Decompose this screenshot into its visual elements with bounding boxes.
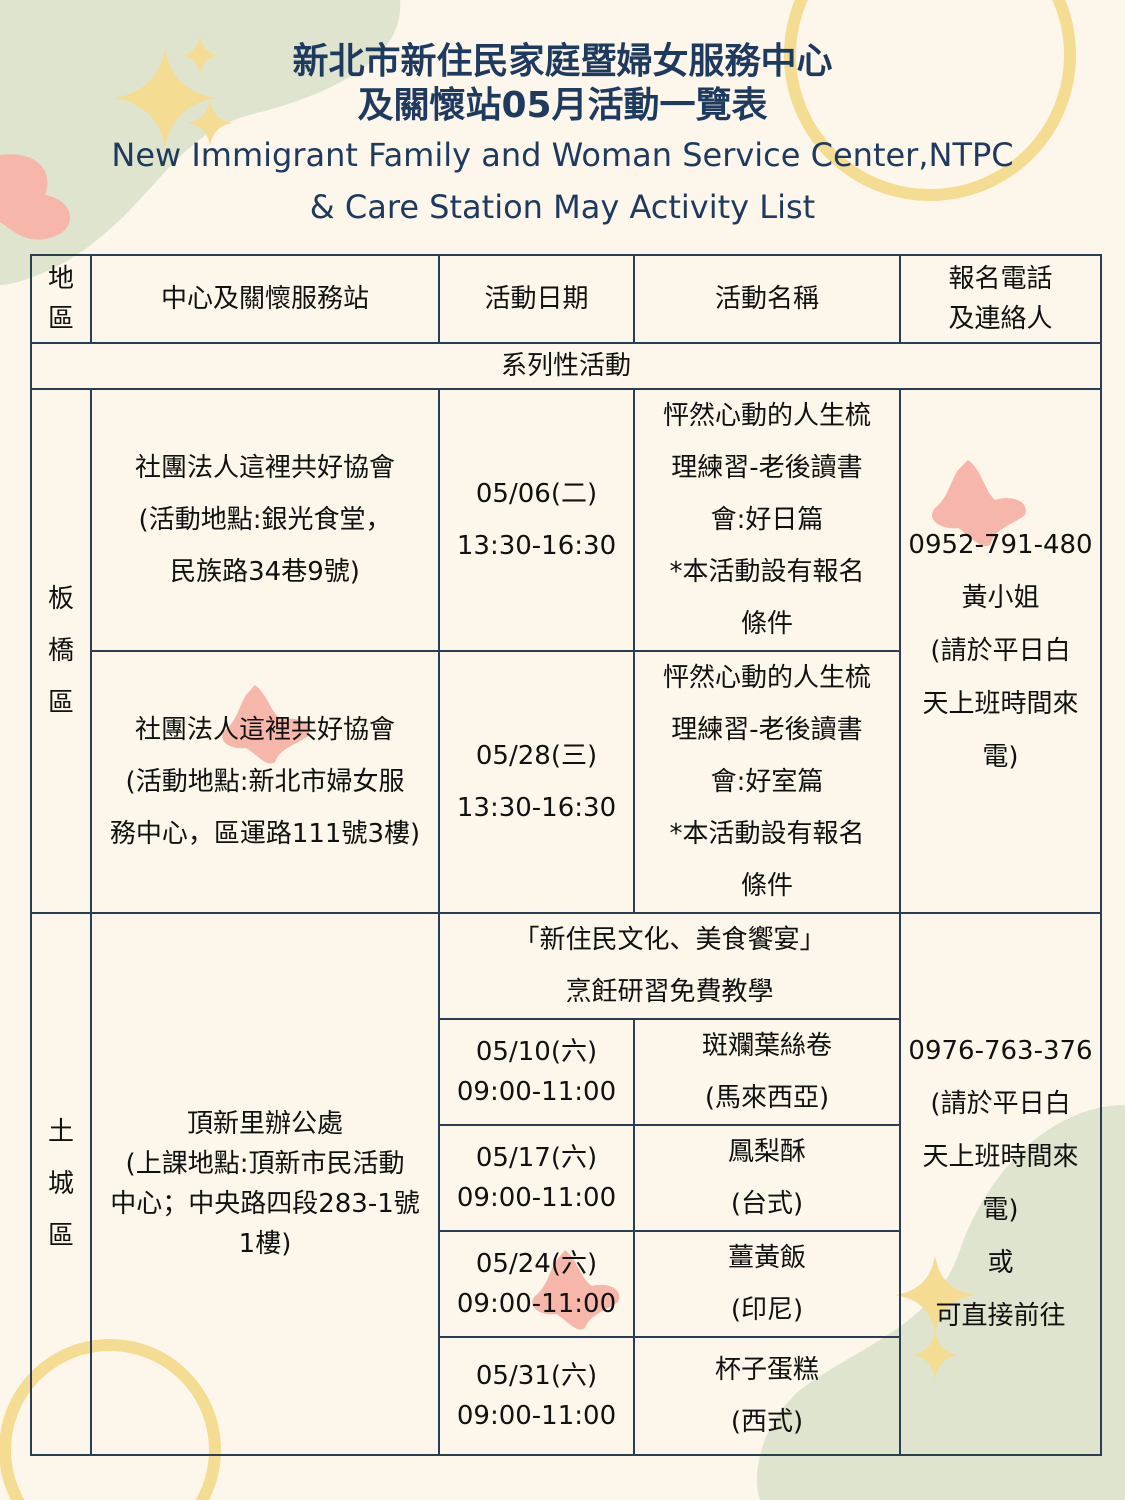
title-en-line2: & Care Station May Activity List [309, 188, 816, 226]
station-tucheng: 頂新里辦公處 (上課地點:頂新市民活動 中心；中央路四段283-1號 1樓) [90, 912, 440, 1456]
contact-banqiao: 0952-791-480 黃小姐 (請於平日白 天上班時間來 電) [899, 388, 1102, 914]
activity-table: 地 區 中心及關懷服務站 活動日期 活動名稱 報名電話 及連絡人 系列性活動 板… [30, 254, 1102, 1456]
sparkle-small [187, 100, 233, 146]
activity-name-cell: 怦然心動的人生梳 理練習-老後讀書 會:好日篇 *本活動設有報名 條件 [633, 388, 901, 652]
table-row: 05/31(六) 09:00-11:00 杯子蛋糕 (西式) [31, 1336, 1101, 1456]
date-cell: 05/17(六) 09:00-11:00 [438, 1124, 635, 1232]
table-row: 板 橋 區 社團法人這裡共好協會 (活動地點:銀光食堂， 民族路34巷9號) 0… [30, 388, 1102, 914]
table-row: 05/10(六) 09:00-11:00 斑斕葉絲卷 (馬來西亞) [31, 1018, 1101, 1126]
series-label: 系列性活動 [30, 342, 1102, 390]
station-cell: 社團法人這裡共好協會 (活動地點:新北市婦女服 務中心，區運路111號3樓) [90, 650, 440, 914]
date-cell: 05/06(二) 13:30-16:30 [438, 388, 635, 652]
ring-top-right [784, 0, 1076, 201]
table-row: 05/24(六) 09:00-11:00 薑黃飯 (印尼) [31, 1230, 1101, 1338]
sage-blob-top-left [0, 0, 401, 285]
table-row: 05/17(六) 09:00-11:00 鳳梨酥 (台式) [31, 1124, 1101, 1232]
contact-tucheng: 0976-763-376 (請於平日白 天上班時間來 電) 或 可直接前往 [899, 912, 1102, 1456]
activity-name-cell: 鳳梨酥 (台式) [633, 1124, 901, 1232]
header-row: 地 區 中心及關懷服務站 活動日期 活動名稱 報名電話 及連絡人 [30, 254, 1102, 344]
header-region: 地 區 [30, 254, 92, 344]
activity-name-cell: 怦然心動的人生梳 理練習-老後讀書 會:好室篇 *本活動設有報名 條件 [633, 650, 901, 914]
header-station: 中心及關懷服務站 [90, 254, 440, 344]
header-name: 活動名稱 [633, 254, 901, 344]
table-row: 社團法人這裡共好協會 (活動地點:新北市婦女服 務中心，區運路111號3樓) 0… [31, 650, 1101, 914]
header-date: 活動日期 [438, 254, 635, 344]
table-row: 土 城 區 頂新里辦公處 (上課地點:頂新市民活動 中心；中央路四段283-1號… [30, 912, 1102, 1456]
date-cell: 05/31(六) 09:00-11:00 [438, 1336, 635, 1456]
sparkle-tiny [182, 35, 218, 75]
station-cell: 社團法人這裡共好協會 (活動地點:銀光食堂， 民族路34巷9號) [90, 388, 440, 652]
title-zh-line1: 新北市新住民家庭暨婦女服務中心 [292, 41, 833, 82]
date-cell: 05/24(六) 09:00-11:00 [438, 1230, 635, 1338]
sparkle-large [115, 48, 215, 148]
header-contact: 報名電話 及連絡人 [899, 254, 1102, 344]
activity-name-cell: 杯子蛋糕 (西式) [633, 1336, 901, 1456]
date-cell: 05/10(六) 09:00-11:00 [438, 1018, 635, 1126]
region-tucheng: 土 城 區 [30, 912, 92, 1456]
coral-shape-left [0, 154, 71, 240]
date-cell: 05/28(三) 13:30-16:30 [438, 650, 635, 914]
activity-name-cell: 斑斕葉絲卷 (馬來西亞) [633, 1018, 901, 1126]
region-banqiao: 板 橋 區 [30, 388, 92, 914]
title-en-line1: New Immigrant Family and Woman Service C… [111, 136, 1014, 174]
activity-name-cell: 薑黃飯 (印尼) [633, 1230, 901, 1338]
title-block: 新北市新住民家庭暨婦女服務中心 及關懷站05月活動一覽表 New Immigra… [0, 40, 1125, 232]
course-title: 「新住民文化、美食饗宴」 烹飪研習免費教學 [438, 912, 901, 1020]
series-row: 系列性活動 [30, 342, 1102, 390]
title-zh-line2: 及關懷站05月活動一覽表 [357, 85, 768, 126]
